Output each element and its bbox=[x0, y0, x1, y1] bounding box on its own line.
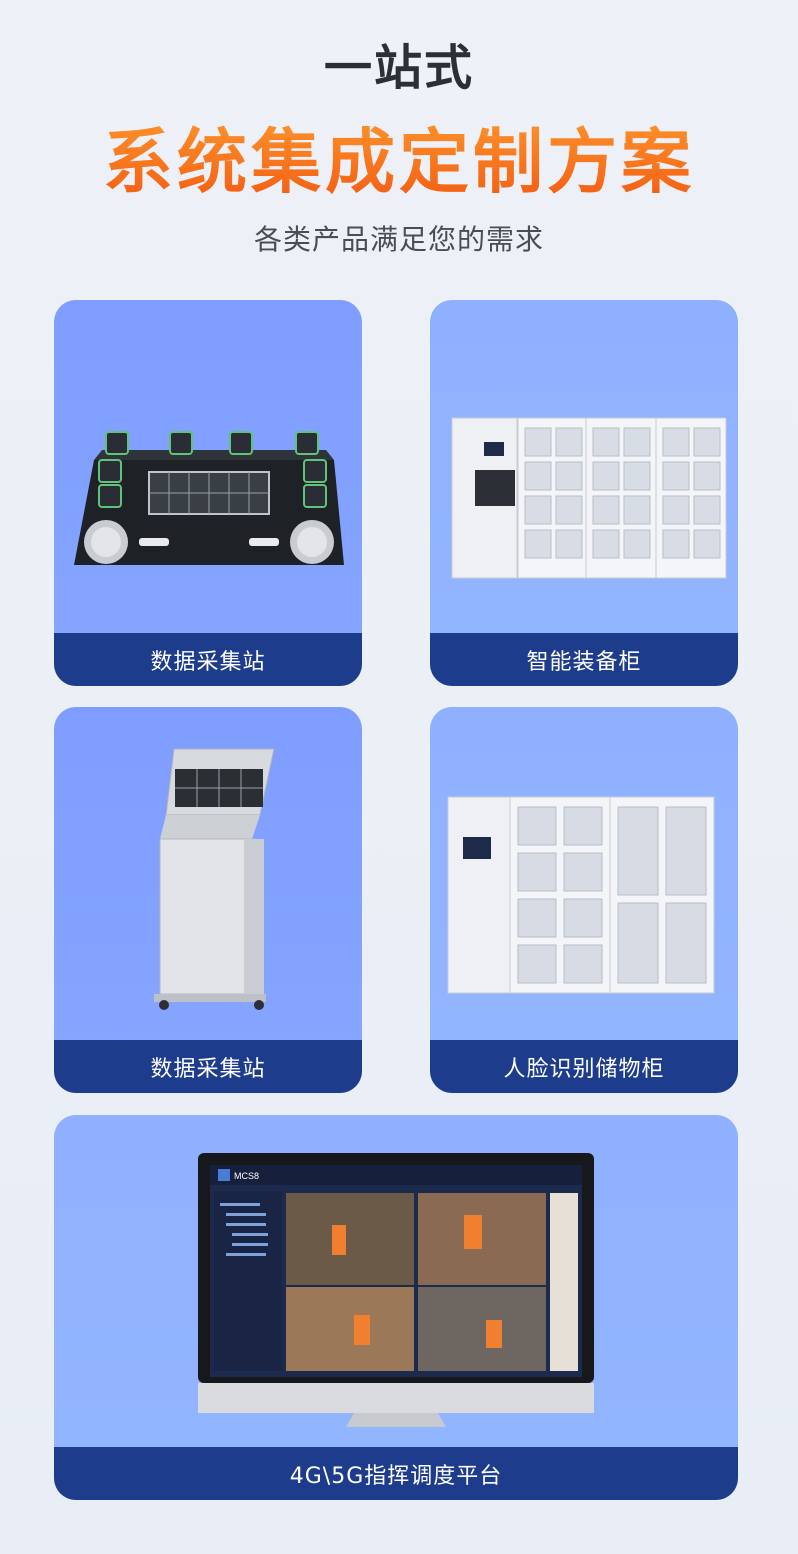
product-label: 数据采集站 bbox=[54, 1040, 362, 1093]
hero-headline: 系统集成定制方案 bbox=[0, 106, 798, 207]
product-card-kiosk[interactable]: 数据采集站 bbox=[54, 707, 362, 1093]
product-label: 4G\5G指挥调度平台 bbox=[54, 1447, 738, 1500]
product-card-face-locker[interactable]: 人脸识别储物柜 bbox=[430, 707, 738, 1093]
charging-station-icon bbox=[74, 431, 344, 565]
product-label: 智能装备柜 bbox=[430, 633, 738, 686]
hero-eyebrow: 一站式 bbox=[323, 40, 474, 96]
product-label: 数据采集站 bbox=[54, 633, 362, 686]
equipment-cabinet-icon bbox=[451, 417, 727, 579]
face-recognition-locker-icon bbox=[447, 796, 715, 994]
product-card-data-station[interactable]: 数据采集站 bbox=[54, 300, 362, 686]
platform-brand: MCS8 bbox=[234, 1171, 259, 1181]
product-label: 人脸识别储物柜 bbox=[430, 1040, 738, 1093]
kiosk-terminal-icon bbox=[154, 748, 275, 1010]
product-card-equipment-cabinet[interactable]: 智能装备柜 bbox=[430, 300, 738, 686]
monitor-dashboard-icon: MCS8 bbox=[198, 1153, 594, 1427]
hero-subline: 各类产品满足您的需求 bbox=[253, 223, 544, 256]
product-card-dispatch-platform[interactable]: MCS8 4G\5G指挥调度平台 bbox=[54, 1115, 738, 1500]
